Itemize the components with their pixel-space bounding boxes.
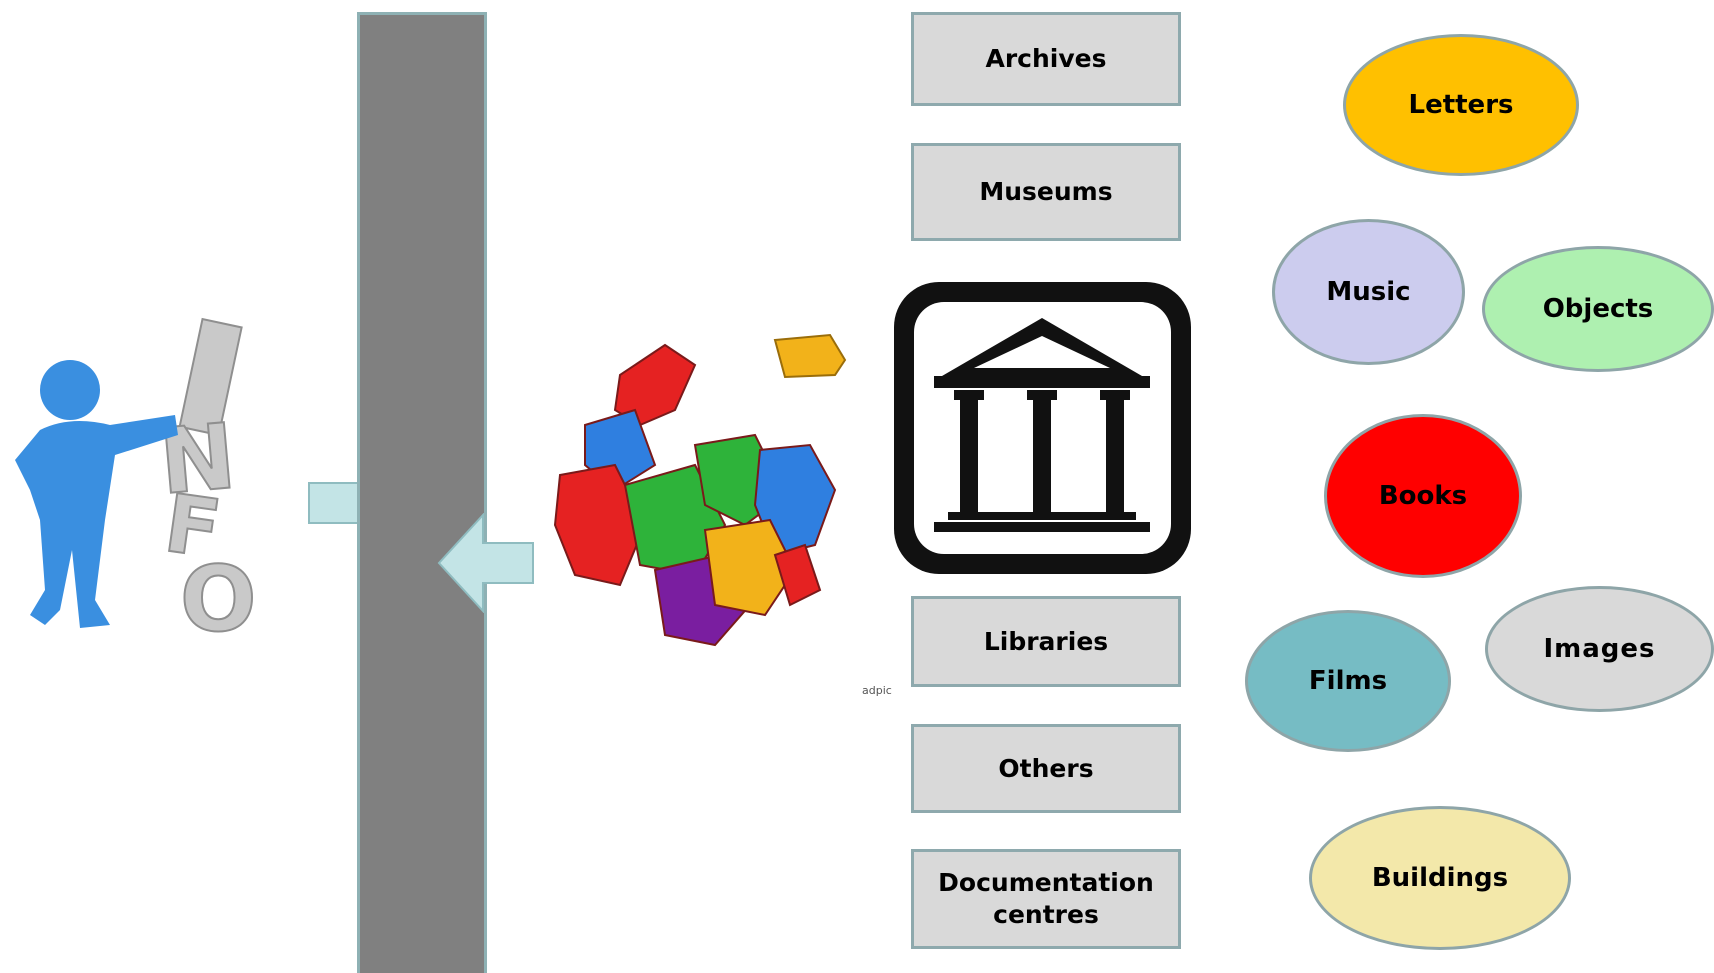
svg-text:O: O — [180, 547, 257, 650]
person-info-icon: N F O — [15, 317, 258, 650]
films-oval: Films — [1245, 610, 1451, 752]
images-oval: Images — [1485, 586, 1714, 712]
museums-box: Museums — [911, 143, 1181, 241]
image-credit: adpic — [862, 684, 892, 697]
objects-oval: Objects — [1482, 246, 1714, 372]
left-arrow-icon — [437, 513, 534, 613]
buildings-oval: Buildings — [1309, 806, 1571, 950]
documentation-centres-box: Documentation centres — [911, 849, 1181, 949]
others-box: Others — [911, 724, 1181, 813]
archives-box: Archives — [911, 12, 1181, 106]
documentation-label: Documentation — [938, 868, 1154, 897]
books-oval: Books — [1324, 414, 1522, 578]
svg-text:F: F — [159, 477, 226, 577]
museum-building-icon — [894, 282, 1191, 574]
centres-label: centres — [993, 900, 1099, 929]
letters-oval: Letters — [1343, 34, 1579, 176]
libraries-box: Libraries — [911, 596, 1181, 687]
central-bar — [357, 12, 487, 973]
puzzle-gears-icon — [553, 333, 847, 647]
music-oval: Music — [1272, 219, 1465, 365]
